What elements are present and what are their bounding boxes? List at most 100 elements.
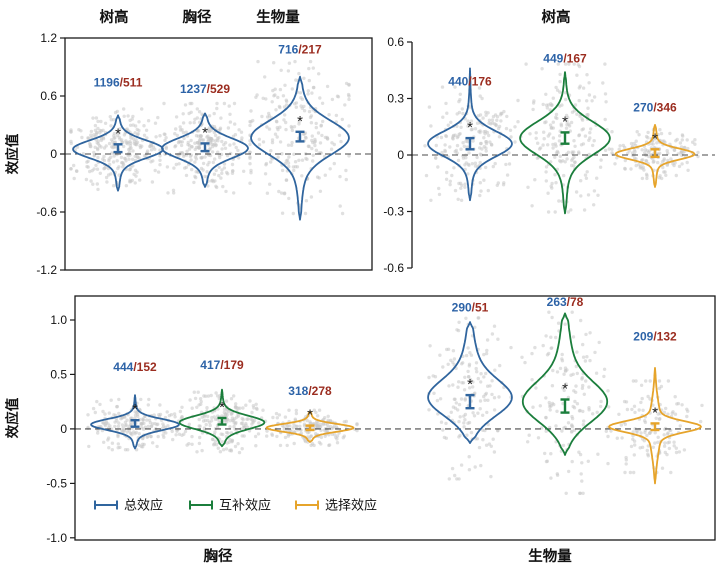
- count-label: 440/176: [448, 74, 492, 88]
- significance-asterisk: *: [652, 404, 658, 421]
- violin: * 270/346: [614, 101, 696, 188]
- mean-error-bar: [465, 393, 475, 410]
- violin-outline: [427, 321, 513, 444]
- violin: * 1196/511: [72, 75, 164, 192]
- significance-asterisk: *: [467, 119, 473, 136]
- y-tick-label: 0: [50, 147, 57, 161]
- count-label: 270/346: [633, 101, 677, 115]
- y-tick-label: 1.0: [50, 313, 67, 327]
- y-tick-label: -1.0: [46, 531, 67, 545]
- mean-error-bar: [113, 143, 123, 154]
- y-tick-label: -1.2: [36, 263, 57, 277]
- legend: 总效应 互补效应 选择效应: [94, 498, 377, 513]
- mean-error-bar: [200, 142, 210, 153]
- violin-outline: [265, 410, 355, 443]
- scatter-points: [427, 316, 513, 481]
- legend-item: 选择效应: [295, 498, 377, 513]
- violin-outline: [90, 394, 180, 450]
- panel-top-left: *1196/511*1237/529*716/2171.20.60-0.6-1.…: [4, 8, 373, 277]
- y-tick-label: -0.5: [46, 476, 67, 490]
- panel-top-right: * 440/176 * 449/167 * 270/346 0.6 0.3 0 -0.3 -0.6 树…: [383, 8, 715, 275]
- scatter-points: [69, 107, 167, 192]
- violin-outline: [427, 67, 513, 202]
- y-tick-label: 0.3: [387, 92, 404, 106]
- scatter-points: [516, 62, 614, 214]
- mean-error-bar: [650, 148, 660, 159]
- scatter-points: [249, 59, 351, 216]
- significance-asterisk: *: [219, 399, 225, 416]
- violin-outline: [608, 367, 702, 485]
- mean-error-bar: [560, 131, 570, 145]
- significance-asterisk: *: [202, 124, 208, 141]
- x-axis-label: 生物量: [528, 547, 572, 565]
- count-label: 1196/511: [94, 75, 143, 89]
- panel-title: 树高: [100, 8, 129, 26]
- violin: * 449/167: [519, 52, 611, 215]
- legend-label: 选择效应: [325, 498, 377, 513]
- violin: * 290/51: [427, 300, 513, 444]
- errorbar-glyph-icon: [295, 500, 319, 510]
- panel-title: 树高: [542, 8, 571, 26]
- y-tick-label: 0.5: [50, 367, 67, 381]
- panel-bottom: * 444/152 * 417/179 * 318/278 * 290/51 * 263/78 * 2…: [4, 295, 716, 565]
- violin: * 417/179: [178, 358, 266, 448]
- mean-error-bar: [130, 419, 140, 428]
- violin-outline: [521, 312, 609, 456]
- count-label: 417/179: [200, 358, 244, 372]
- violin-outline: [161, 112, 249, 188]
- y-tick-label: -0.3: [383, 205, 404, 219]
- x-axis-label: 胸径: [204, 547, 233, 565]
- y-tick-label: 0.6: [387, 35, 404, 49]
- count-label: 318/278: [288, 384, 332, 398]
- panel-frame: [74, 295, 716, 541]
- y-tick-label: 0: [60, 422, 67, 436]
- legend-label: 总效应: [124, 498, 163, 513]
- legend-item: 总效应: [94, 498, 163, 513]
- violin-outline: [614, 124, 696, 188]
- panel-title: 胸径: [183, 8, 212, 26]
- scatter-points: [158, 101, 252, 195]
- count-label: 290/51: [452, 300, 489, 314]
- legend-item: 互补效应: [189, 498, 271, 513]
- scatter-points: [520, 310, 610, 495]
- violin-outline: [250, 75, 350, 221]
- count-label: 444/152: [113, 360, 157, 374]
- mean-error-bar: [465, 136, 475, 151]
- count-label: 209/132: [633, 330, 677, 344]
- significance-asterisk: *: [467, 376, 473, 393]
- y-axis-label: 效应值: [4, 133, 20, 174]
- count-label: 263/78: [547, 295, 584, 309]
- legend-label: 互补效应: [219, 498, 271, 513]
- mean-error-bar: [305, 424, 315, 432]
- significance-asterisk: *: [297, 113, 303, 130]
- mean-error-bar: [560, 398, 570, 414]
- count-label: 716/217: [278, 43, 322, 57]
- significance-asterisk: *: [132, 401, 138, 418]
- violin: * 318/278: [265, 384, 355, 443]
- y-tick-label: 0: [397, 148, 404, 162]
- errorbar-glyph-icon: [189, 500, 213, 510]
- violin: * 716/217: [250, 43, 350, 221]
- significance-asterisk: *: [307, 407, 313, 424]
- significance-asterisk: *: [562, 381, 568, 398]
- violin: * 263/78: [521, 295, 609, 456]
- y-axis-label: 效应值: [4, 397, 20, 438]
- y-tick-label: 1.2: [40, 31, 57, 45]
- y-tick-label: 0.6: [40, 89, 57, 103]
- mean-error-bar: [650, 422, 660, 432]
- violin: * 444/152: [90, 360, 180, 450]
- significance-asterisk: *: [562, 113, 568, 130]
- violin-outline: [178, 388, 266, 448]
- count-label: 449/167: [543, 52, 587, 66]
- violin: *1237/529: [161, 82, 249, 188]
- mean-error-bar: [295, 130, 305, 143]
- significance-asterisk: *: [115, 125, 121, 142]
- significance-asterisk: *: [652, 130, 658, 147]
- y-tick-label: -0.6: [383, 261, 404, 275]
- panel-title: 生物量: [256, 8, 300, 26]
- violin-outline: [519, 71, 611, 215]
- mean-error-bar: [217, 416, 227, 426]
- violin: * 440/176: [427, 67, 513, 202]
- y-tick-label: -0.6: [36, 205, 57, 219]
- errorbar-glyph-icon: [94, 500, 118, 510]
